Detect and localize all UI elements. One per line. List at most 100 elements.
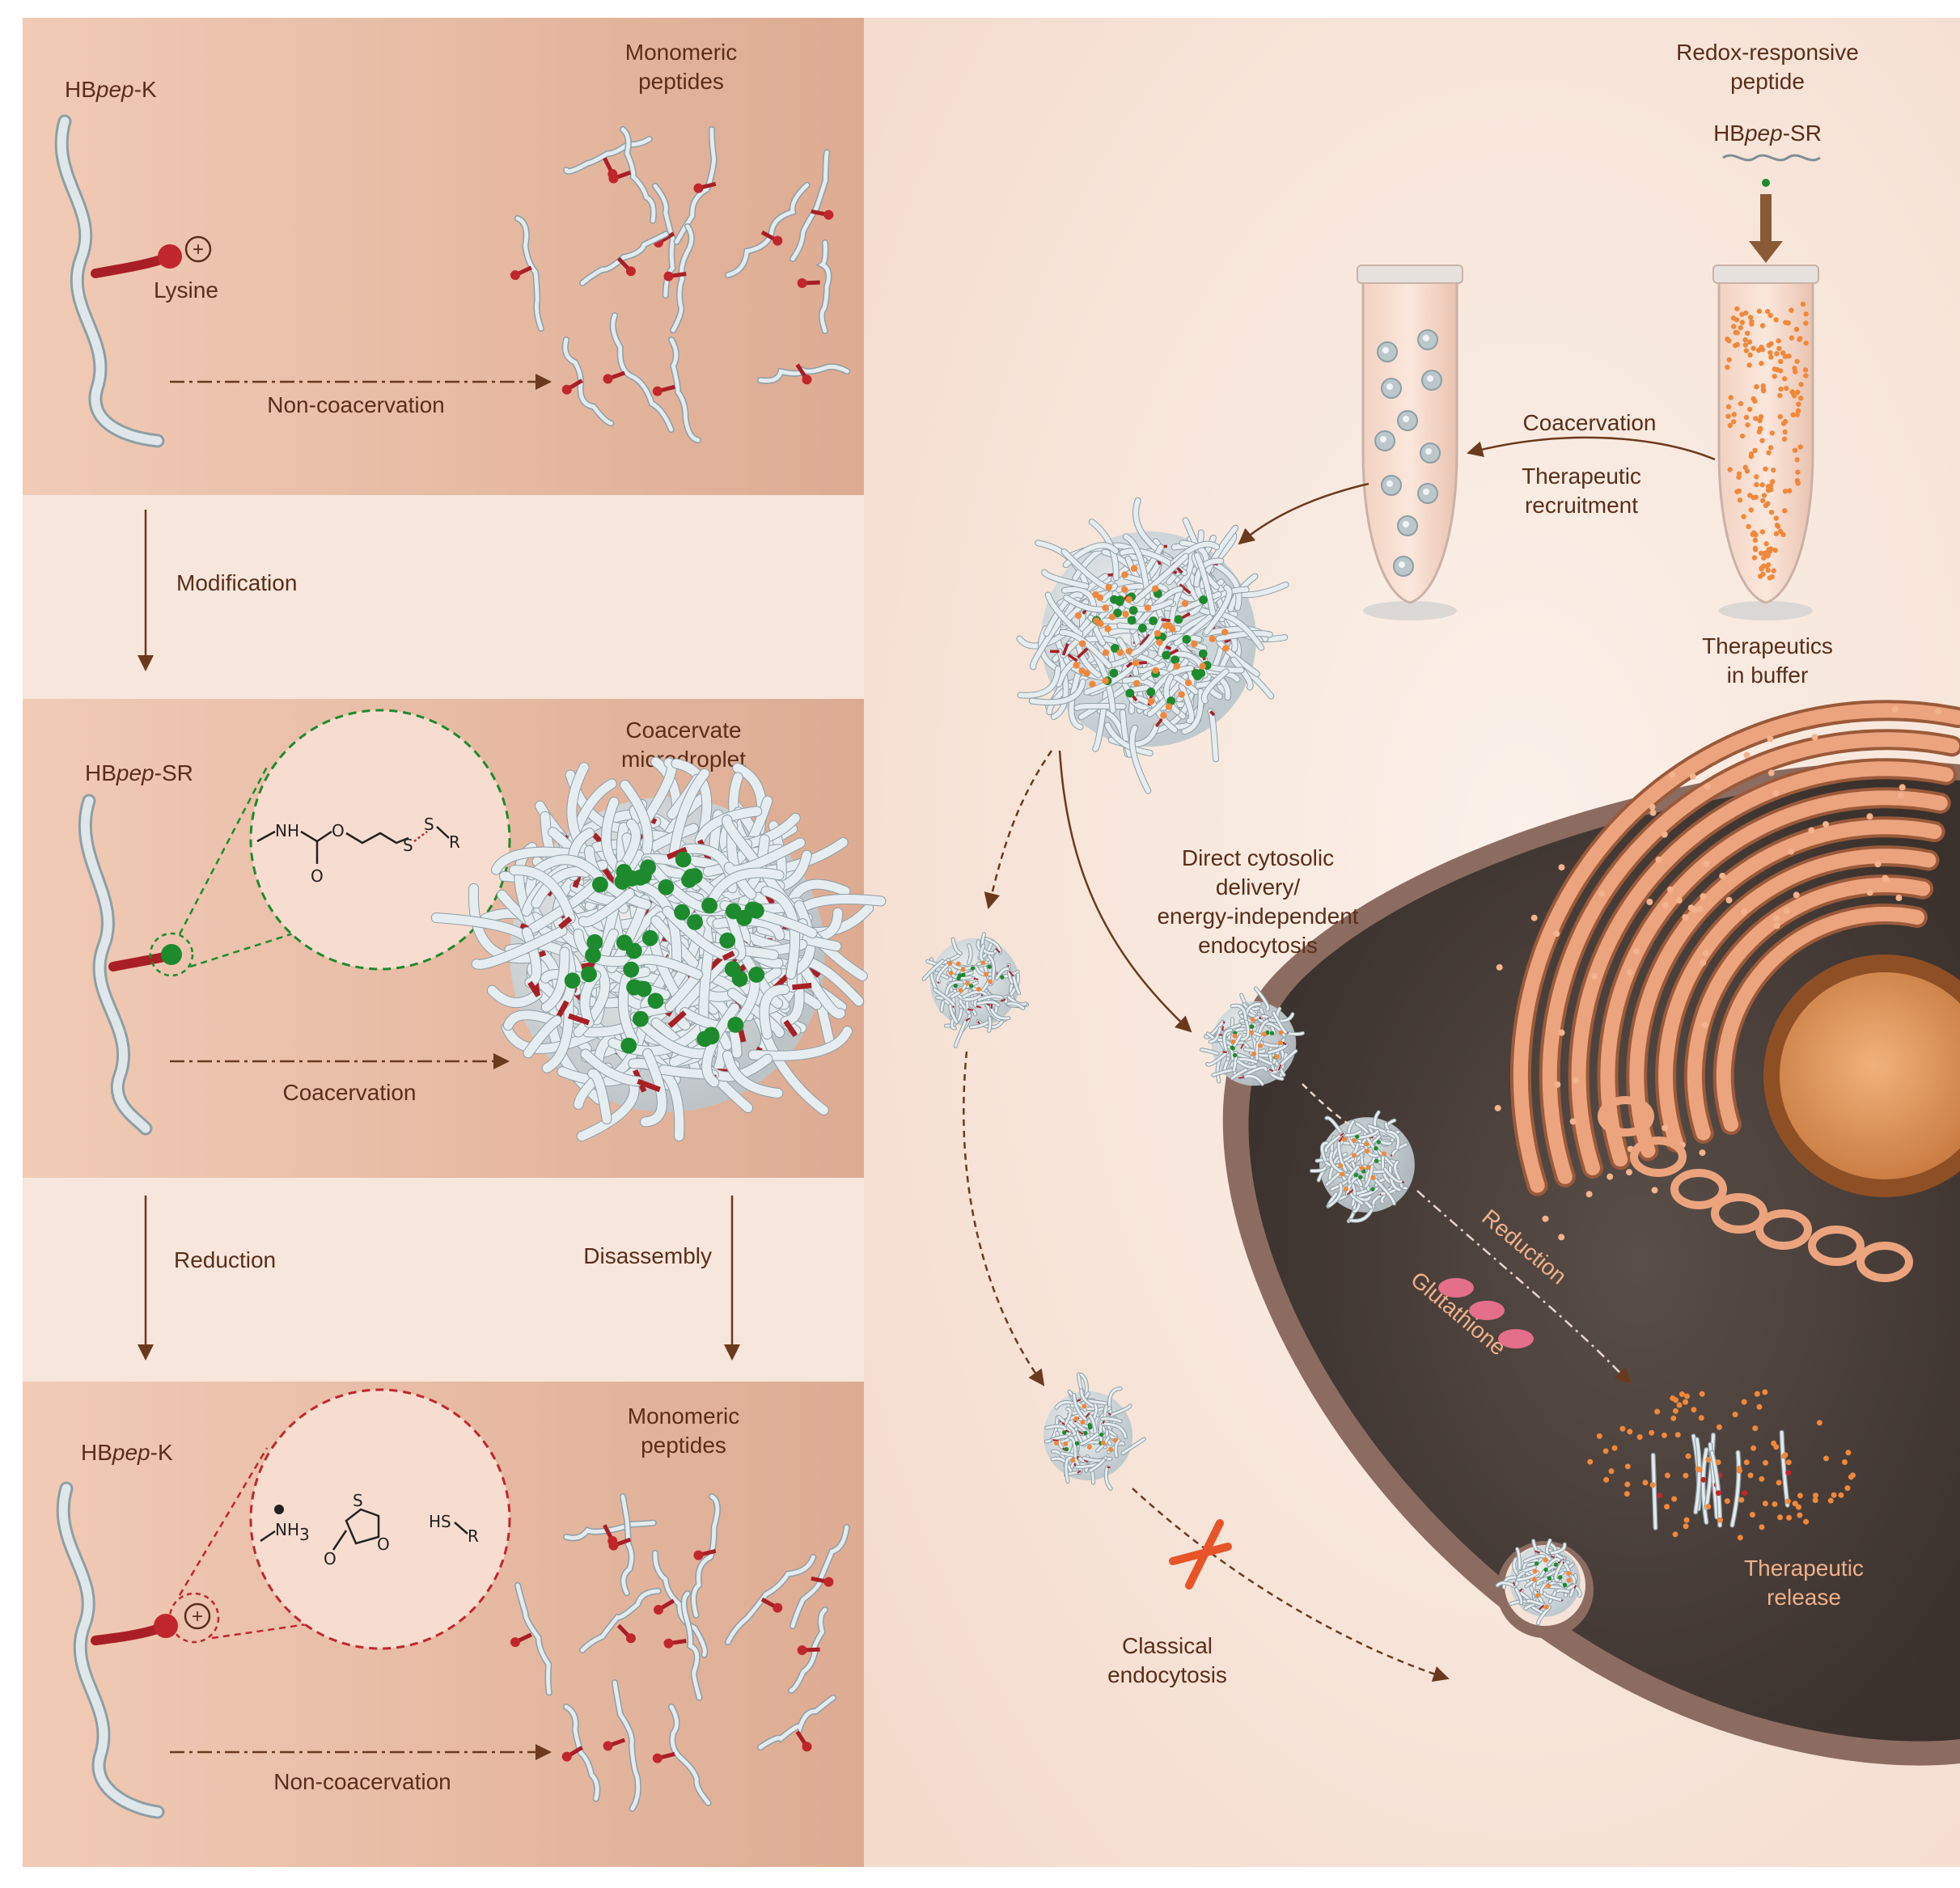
disulfide-dot bbox=[701, 898, 718, 914]
released-therapeutic-dot bbox=[1705, 1504, 1711, 1509]
ribosome-dot bbox=[1531, 915, 1538, 921]
cargo-dot bbox=[1160, 712, 1166, 718]
released-therapeutic-dot bbox=[1823, 1455, 1829, 1461]
ribosome-dot bbox=[1704, 784, 1711, 790]
lysine-head bbox=[664, 272, 674, 282]
released-therapeutic-dot bbox=[1683, 1523, 1689, 1529]
droplet-sidechain bbox=[1561, 1600, 1562, 1601]
therapeutic-dot bbox=[1769, 510, 1774, 514]
cargo-dot bbox=[1169, 626, 1175, 633]
therapeutic-dot bbox=[1758, 425, 1763, 430]
released-therapeutic-dot bbox=[1781, 1454, 1787, 1459]
therapeutic-dot bbox=[1736, 475, 1741, 480]
direct-label-1: Direct cytosolic bbox=[1182, 845, 1334, 870]
ribosome-dot bbox=[1788, 849, 1794, 855]
ribosome-dot bbox=[1898, 793, 1904, 799]
classical-label-2: endocytosis bbox=[1107, 1662, 1227, 1687]
therapeutic-dot bbox=[1725, 337, 1729, 341]
ribosome-dot bbox=[1822, 821, 1829, 828]
cargo-dot bbox=[1543, 1558, 1548, 1563]
therapeutic-dot bbox=[1768, 354, 1773, 359]
lysine-head bbox=[154, 1614, 178, 1638]
cargo-dot bbox=[1251, 1052, 1256, 1056]
released-therapeutic-dot bbox=[1683, 1473, 1688, 1479]
ribosome-dot bbox=[1700, 893, 1707, 900]
cargo-dot bbox=[1089, 681, 1095, 688]
therapeutic-dot bbox=[1778, 359, 1783, 364]
cargo-dot bbox=[1126, 648, 1132, 654]
cargo-dot bbox=[1231, 1039, 1236, 1044]
disulfide-dot bbox=[956, 976, 960, 980]
cargo-dot bbox=[1342, 1137, 1347, 1141]
released-therapeutic-dot bbox=[1844, 1485, 1850, 1491]
cargo-dot bbox=[1340, 1172, 1344, 1177]
ribosome-dot bbox=[1874, 861, 1881, 867]
released-therapeutic-dot bbox=[1695, 1466, 1701, 1471]
released-therapeutic-dot bbox=[1654, 1409, 1660, 1415]
disulfide-dot bbox=[1230, 1046, 1234, 1050]
droplet-sidechain bbox=[1391, 1155, 1392, 1156]
disulfide-dot bbox=[969, 984, 973, 988]
lysine-head bbox=[654, 1605, 663, 1615]
disulfide-dot bbox=[719, 933, 735, 949]
cargo-dot bbox=[1370, 1175, 1375, 1180]
monomeric-label-3: Monomeric bbox=[628, 1403, 739, 1429]
cargo-dot bbox=[1087, 1445, 1092, 1450]
disulfide-dot bbox=[1170, 655, 1179, 664]
disulfide-dot bbox=[1125, 689, 1134, 698]
therapeutic-dot bbox=[1786, 320, 1791, 325]
droplet-in-tube-highlight bbox=[1399, 561, 1405, 568]
ribosome-dot bbox=[1743, 752, 1750, 759]
cargo-dot bbox=[1080, 1420, 1085, 1424]
released-therapeutic-dot bbox=[1772, 1501, 1777, 1507]
therapeutic-dot bbox=[1743, 342, 1748, 347]
therapeutic-dot bbox=[1766, 484, 1771, 489]
therapeutic-dot bbox=[1747, 340, 1752, 345]
therapeutic-dot bbox=[1760, 323, 1765, 328]
ribosome-dot bbox=[1701, 1022, 1708, 1028]
disulfide-dot bbox=[636, 981, 652, 997]
cargo-dot bbox=[1145, 604, 1151, 611]
disulfide-dot bbox=[585, 947, 601, 963]
released-therapeutic-dot bbox=[1612, 1446, 1618, 1451]
released-therapeutic-dot bbox=[1670, 1416, 1676, 1421]
released-therapeutic-dot bbox=[1662, 1433, 1667, 1438]
therapeutic-dot bbox=[1771, 468, 1776, 472]
droplet-strand-highlight bbox=[1289, 1033, 1303, 1034]
therapeutic-dot bbox=[1776, 524, 1780, 529]
therapeutic-dot bbox=[1784, 386, 1789, 391]
cargo-dot bbox=[1258, 1043, 1263, 1048]
lysine-head bbox=[664, 1639, 674, 1649]
released-therapeutic-dot bbox=[1664, 1504, 1670, 1509]
therapeutic-dot bbox=[1796, 401, 1801, 406]
cargo-dot bbox=[1222, 645, 1229, 651]
released-therapeutic-dot bbox=[1848, 1474, 1854, 1479]
cargo-dot bbox=[1103, 650, 1109, 656]
cargo-dot bbox=[1152, 586, 1158, 592]
disulfide-dot bbox=[1270, 1031, 1274, 1035]
redox-label-2: peptide bbox=[1730, 69, 1805, 94]
released-therapeutic-dot bbox=[1673, 1397, 1678, 1403]
cargo-dot bbox=[1082, 1404, 1086, 1409]
ribosome-dot bbox=[1554, 1082, 1560, 1088]
lysine-head bbox=[798, 278, 807, 288]
svg-text:O: O bbox=[324, 1549, 337, 1568]
disulfide-group-icon bbox=[161, 944, 182, 965]
therapeutic-dot bbox=[1734, 306, 1739, 311]
disulfide-dot bbox=[616, 864, 632, 880]
released-therapeutic-dot bbox=[1675, 1432, 1681, 1437]
disulfide-dot bbox=[1083, 1431, 1087, 1435]
therapeutic-dot bbox=[1759, 414, 1763, 419]
cargo-dot bbox=[1533, 1569, 1538, 1574]
released-lysine-head bbox=[1700, 1477, 1706, 1483]
therapeutic-dot bbox=[1803, 367, 1808, 372]
ribosome-dot bbox=[1697, 905, 1704, 912]
disulfide-dot bbox=[1355, 1135, 1359, 1139]
ribosome-dot bbox=[1772, 790, 1779, 797]
disulfide-dot bbox=[1370, 1187, 1374, 1191]
released-therapeutic-dot bbox=[1637, 1434, 1643, 1440]
released-lysine-head bbox=[1742, 1490, 1747, 1496]
therapeutic-dot bbox=[1803, 311, 1808, 316]
therapeutic-dot bbox=[1754, 384, 1759, 389]
droplet-sidechain bbox=[666, 956, 667, 957]
